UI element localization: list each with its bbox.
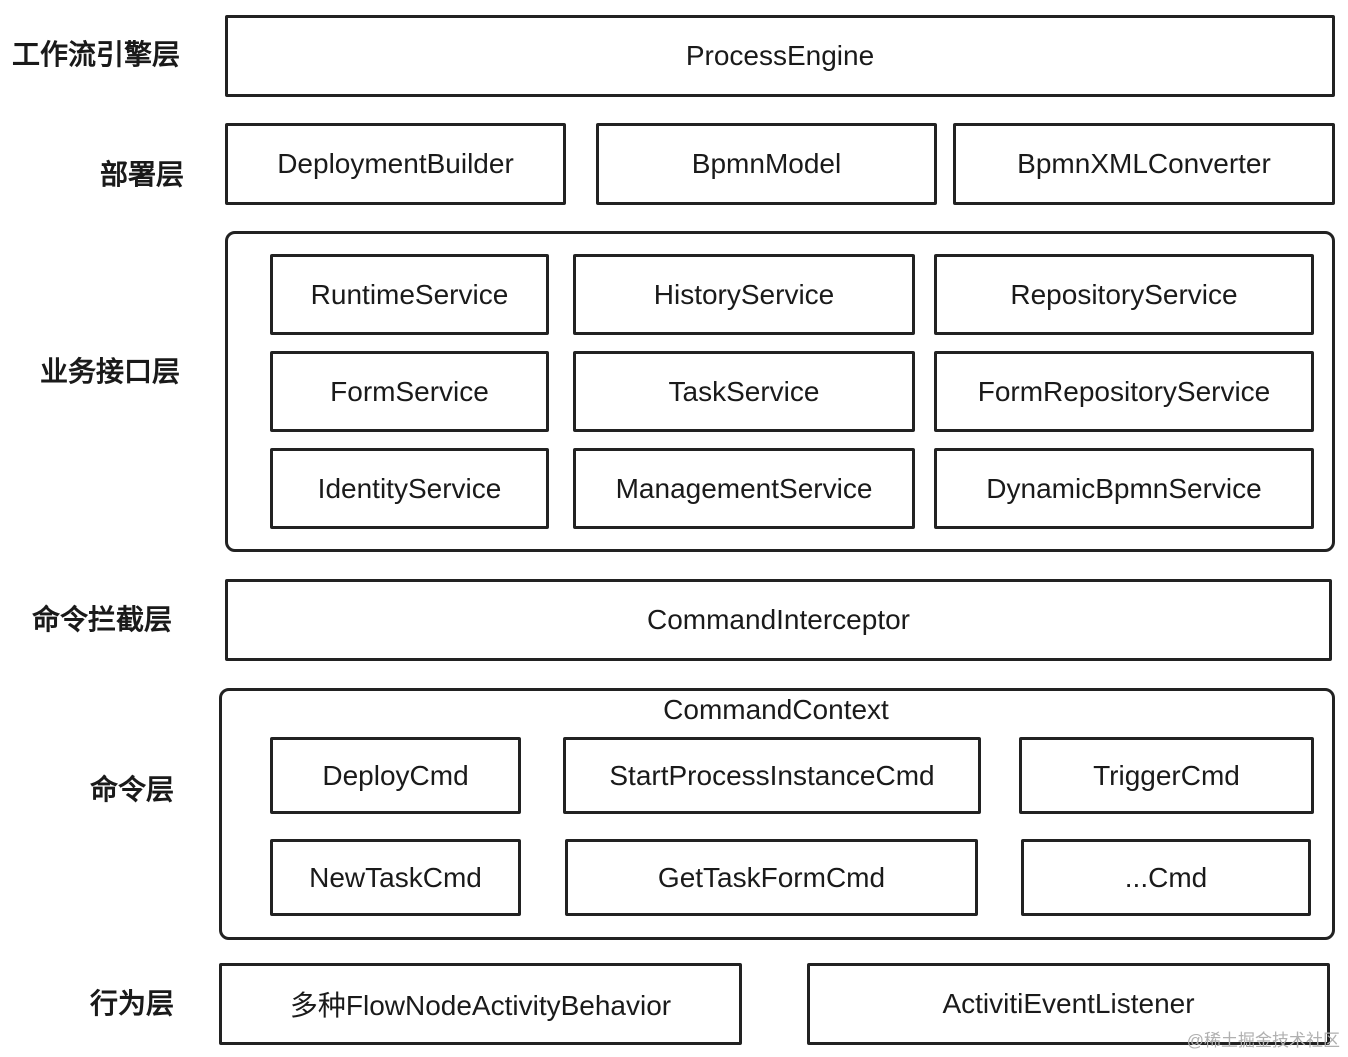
form-service-box: FormService (270, 351, 549, 432)
command-interceptor-box: CommandInterceptor (225, 579, 1332, 661)
start-process-instance-cmd-box: StartProcessInstanceCmd (563, 737, 981, 814)
runtime-service-box: RuntimeService (270, 254, 549, 335)
form-repository-service-box: FormRepositoryService (934, 351, 1314, 432)
layer-label-behavior: 行为层 (90, 988, 175, 1019)
task-service-box: TaskService (573, 351, 915, 432)
layer-label-interceptor: 命令拦截层 (32, 604, 173, 635)
management-service-box: ManagementService (573, 448, 915, 529)
dynamic-bpmn-service-box: DynamicBpmnService (934, 448, 1314, 529)
identity-service-box: IdentityService (270, 448, 549, 529)
layer-label-command: 命令层 (90, 774, 175, 805)
trigger-cmd-box: TriggerCmd (1019, 737, 1314, 814)
layer-label-engine: 工作流引擎层 (12, 39, 181, 70)
get-task-form-cmd-box: GetTaskFormCmd (565, 839, 978, 916)
activiti-event-listener-box: ActivitiEventListener (807, 963, 1330, 1045)
flow-node-activity-behavior-box: 多种FlowNodeActivityBehavior (219, 963, 742, 1045)
history-service-box: HistoryService (573, 254, 915, 335)
bpmn-xml-converter-box: BpmnXMLConverter (953, 123, 1335, 205)
command-context-title: CommandContext (663, 694, 889, 725)
layer-label-deploy: 部署层 (100, 159, 185, 190)
deployment-builder-box: DeploymentBuilder (225, 123, 566, 205)
bpmn-model-box: BpmnModel (596, 123, 937, 205)
etc-cmd-box: ...Cmd (1021, 839, 1311, 916)
watermark-text: @稀土掘金技术社区 (1186, 1031, 1340, 1050)
new-task-cmd-box: NewTaskCmd (270, 839, 521, 916)
repository-service-box: RepositoryService (934, 254, 1314, 335)
deploy-cmd-box: DeployCmd (270, 737, 521, 814)
process-engine-box: ProcessEngine (225, 15, 1335, 97)
layer-label-service: 业务接口层 (40, 356, 181, 387)
